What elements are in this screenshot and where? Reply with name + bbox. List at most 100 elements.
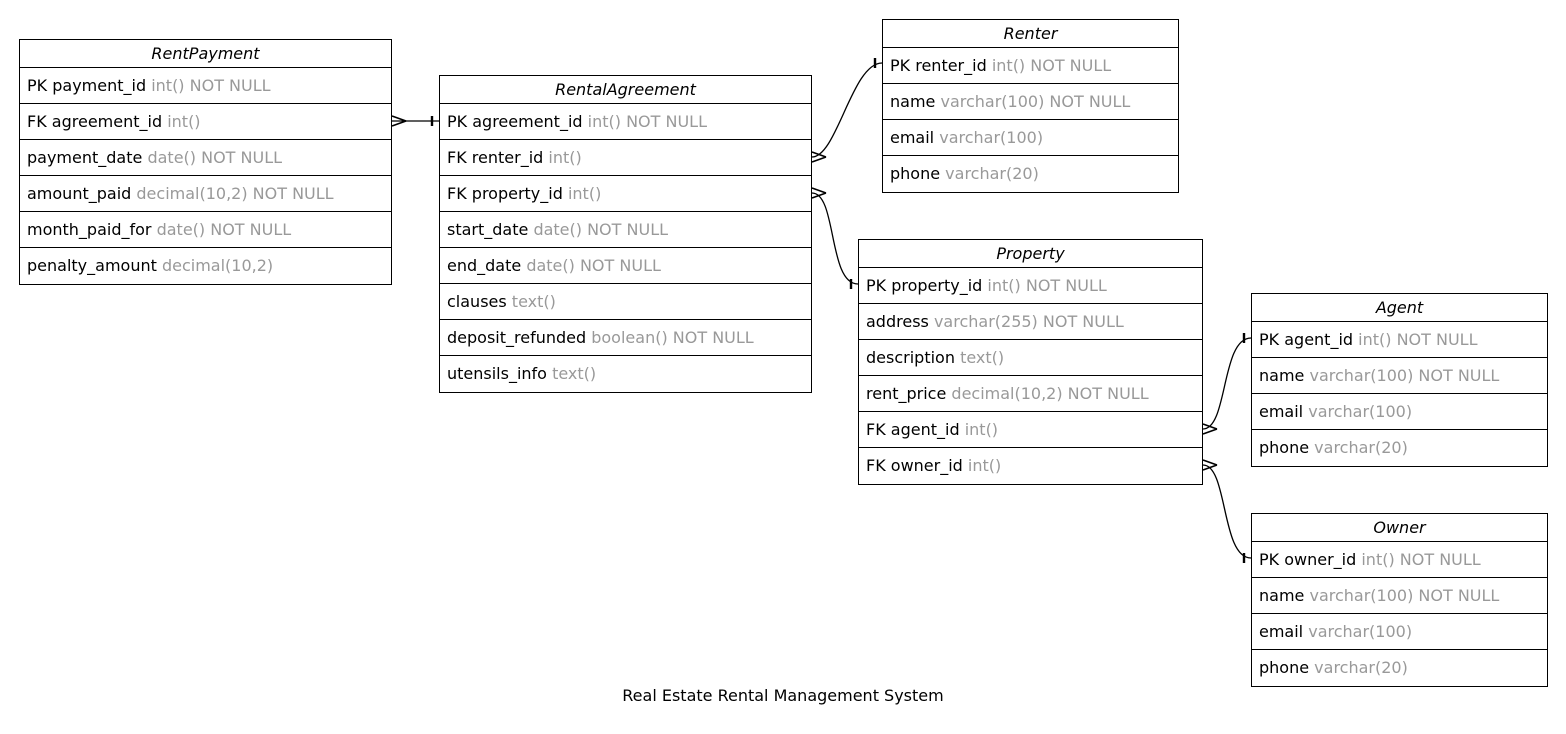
column-row: FK agent_id int() bbox=[859, 412, 1202, 448]
column-type: decimal(10,2) bbox=[161, 256, 274, 275]
column-row: email varchar(100) bbox=[1252, 394, 1547, 430]
column-type: varchar(100) bbox=[1308, 622, 1413, 641]
column-row: description text() bbox=[859, 340, 1202, 376]
column-name: month_paid_for bbox=[27, 220, 152, 239]
column-type: varchar(100) NOT NULL bbox=[1309, 586, 1500, 605]
column-name: start_date bbox=[447, 220, 529, 239]
column-row: email varchar(100) bbox=[883, 120, 1178, 156]
column-name: end_date bbox=[447, 256, 522, 275]
column-name: PK renter_id bbox=[890, 56, 987, 75]
column-row: month_paid_for date() NOT NULL bbox=[20, 212, 391, 248]
column-row: end_date date() NOT NULL bbox=[440, 248, 811, 284]
column-name: PK payment_id bbox=[27, 76, 147, 95]
column-name: phone bbox=[1259, 438, 1310, 457]
relationship-line bbox=[1202, 464, 1252, 559]
column-row: FK renter_id int() bbox=[440, 140, 811, 176]
crows-foot-many-marker bbox=[1202, 423, 1218, 435]
column-row: PK owner_id int() NOT NULL bbox=[1252, 542, 1547, 578]
column-name: FK property_id bbox=[447, 184, 563, 203]
column-type: int() NOT NULL bbox=[1358, 330, 1478, 349]
column-type: int() bbox=[548, 148, 582, 167]
column-type: int() NOT NULL bbox=[1361, 550, 1481, 569]
column-name: FK owner_id bbox=[866, 456, 963, 475]
column-row: address varchar(255) NOT NULL bbox=[859, 304, 1202, 340]
column-type: date() NOT NULL bbox=[147, 148, 283, 167]
column-row: clauses text() bbox=[440, 284, 811, 320]
column-row: PK payment_id int() NOT NULL bbox=[20, 68, 391, 104]
column-type: text() bbox=[511, 292, 556, 311]
column-name: PK agreement_id bbox=[447, 112, 583, 131]
crows-foot-many-marker bbox=[811, 187, 827, 199]
column-name: email bbox=[1259, 622, 1304, 641]
column-name: PK agent_id bbox=[1259, 330, 1354, 349]
column-name: deposit_refunded bbox=[447, 328, 587, 347]
column-name: utensils_info bbox=[447, 364, 547, 383]
column-type: text() bbox=[960, 348, 1005, 367]
column-type: varchar(100) NOT NULL bbox=[1309, 366, 1500, 385]
column-row: deposit_refunded boolean() NOT NULL bbox=[440, 320, 811, 356]
entity-title: Property bbox=[859, 240, 1202, 268]
column-row: FK agreement_id int() bbox=[20, 104, 391, 140]
column-name: clauses bbox=[447, 292, 507, 311]
column-type: int() bbox=[967, 456, 1002, 475]
entity-title: Renter bbox=[883, 20, 1178, 48]
entity-rentpayment: RentPayment PK payment_id int() NOT NULL… bbox=[19, 39, 392, 285]
crows-foot-many-marker bbox=[1202, 459, 1218, 471]
column-name: penalty_amount bbox=[27, 256, 157, 275]
column-type: varchar(100) bbox=[939, 128, 1044, 147]
column-type: int() bbox=[567, 184, 602, 203]
column-row: PK agreement_id int() NOT NULL bbox=[440, 104, 811, 140]
column-name: FK agreement_id bbox=[27, 112, 163, 131]
column-type: int() NOT NULL bbox=[587, 112, 707, 131]
column-row: PK renter_id int() NOT NULL bbox=[883, 48, 1178, 84]
column-row: penalty_amount decimal(10,2) bbox=[20, 248, 391, 284]
entity-title: RentPayment bbox=[20, 40, 391, 68]
column-name: address bbox=[866, 312, 929, 331]
column-name: phone bbox=[1259, 658, 1310, 677]
column-name: FK renter_id bbox=[447, 148, 544, 167]
column-row: name varchar(100) NOT NULL bbox=[1252, 358, 1547, 394]
column-name: phone bbox=[890, 164, 941, 183]
entity-title: Owner bbox=[1252, 514, 1547, 542]
column-row: start_date date() NOT NULL bbox=[440, 212, 811, 248]
column-name: email bbox=[890, 128, 935, 147]
column-row: phone varchar(20) bbox=[1252, 650, 1547, 686]
column-type: varchar(20) bbox=[945, 164, 1039, 183]
column-type: varchar(20) bbox=[1314, 658, 1408, 677]
column-type: varchar(20) bbox=[1314, 438, 1408, 457]
column-type: varchar(100) bbox=[1308, 402, 1413, 421]
column-type: int() bbox=[964, 420, 999, 439]
column-row: email varchar(100) bbox=[1252, 614, 1547, 650]
column-row: rent_price decimal(10,2) NOT NULL bbox=[859, 376, 1202, 412]
entity-renter: Renter PK renter_id int() NOT NULL name v… bbox=[882, 19, 1179, 193]
column-row: FK owner_id int() bbox=[859, 448, 1202, 484]
column-type: decimal(10,2) NOT NULL bbox=[951, 384, 1149, 403]
column-name: description bbox=[866, 348, 955, 367]
column-row: amount_paid decimal(10,2) NOT NULL bbox=[20, 176, 391, 212]
column-row: phone varchar(20) bbox=[883, 156, 1178, 192]
column-name: FK agent_id bbox=[866, 420, 960, 439]
column-type: int() NOT NULL bbox=[151, 76, 271, 95]
entity-title: Agent bbox=[1252, 294, 1547, 322]
column-name: name bbox=[890, 92, 936, 111]
diagram-title: Real Estate Rental Management System bbox=[622, 686, 944, 705]
relationship-line bbox=[811, 192, 859, 285]
column-name: name bbox=[1259, 586, 1305, 605]
column-type: decimal(10,2) NOT NULL bbox=[136, 184, 334, 203]
column-row: phone varchar(20) bbox=[1252, 430, 1547, 466]
column-type: boolean() NOT NULL bbox=[591, 328, 754, 347]
column-type: date() NOT NULL bbox=[156, 220, 292, 239]
column-name: rent_price bbox=[866, 384, 947, 403]
column-row: utensils_info text() bbox=[440, 356, 811, 392]
column-row: name varchar(100) NOT NULL bbox=[1252, 578, 1547, 614]
crows-foot-many-marker bbox=[811, 151, 827, 163]
column-list: PK agent_id int() NOT NULL name varchar(1… bbox=[1252, 322, 1547, 466]
column-type: varchar(255) NOT NULL bbox=[933, 312, 1124, 331]
column-type: date() NOT NULL bbox=[533, 220, 669, 239]
